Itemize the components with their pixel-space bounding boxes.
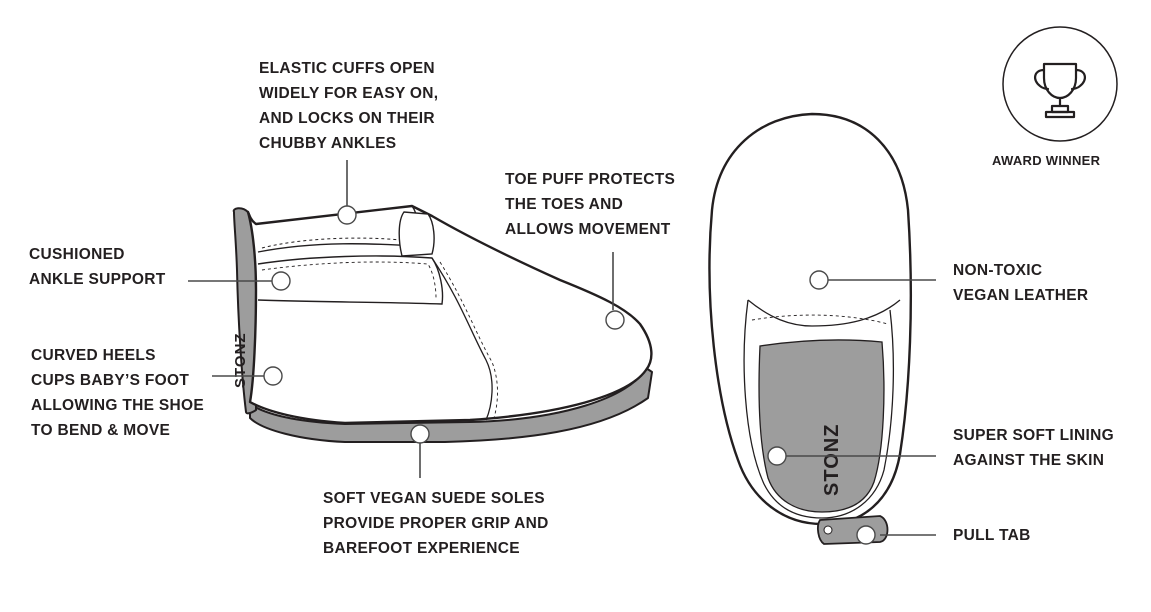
marker-suede-soles [410, 424, 430, 444]
callout-suede-soles-line-2: PROVIDE PROPER GRIP AND [323, 515, 549, 532]
callout-suede-soles: SOFT VEGAN SUEDE SOLES PROVIDE PROPER GR… [323, 486, 549, 561]
callout-toe-puff-line-3: ALLOWS MOVEMENT [505, 221, 671, 238]
callout-suede-soles-line-1: SOFT VEGAN SUEDE SOLES [323, 490, 545, 507]
top-shoe-collar-outline [743, 299, 895, 519]
side-view-shoe: STONZ [232, 204, 653, 443]
side-shoe-cuff-panel [398, 211, 435, 257]
top-shoe-collar-stitch [751, 314, 889, 325]
award-label: AWARD WINNER [992, 153, 1101, 168]
callout-lines [188, 160, 936, 536]
top-shoe-logo: STONZ [821, 424, 843, 496]
callout-elastic-cuffs-line-4: CHUBBY ANKLES [259, 135, 397, 152]
callout-ankle-support: CUSHIONED ANKLE SUPPORT [29, 242, 166, 292]
callout-curved-heels-line-2: CUPS BABY’S FOOT [31, 372, 190, 389]
marker-toe-puff [605, 310, 625, 330]
callout-vegan-leather-line-2: VEGAN LEATHER [953, 287, 1089, 304]
callout-curved-heels-line-4: TO BEND & MOVE [31, 422, 171, 439]
callout-curved-heels-line-3: ALLOWING THE SHOE [31, 397, 205, 414]
callout-soft-lining: SUPER SOFT LINING AGAINST THE SKIN [953, 423, 1114, 473]
marker-ankle-support [271, 271, 291, 291]
callout-vegan-leather-line-1: NON-TOXIC [953, 262, 1043, 279]
callout-pull-tab-line-1: PULL TAB [953, 527, 1031, 544]
side-shoe-vamp-stitch [439, 261, 498, 419]
marker-elastic-cuffs [337, 205, 357, 225]
award-badge-ring [1002, 26, 1118, 142]
callout-markers [263, 205, 876, 545]
callout-curved-heels: CURVED HEELS CUPS BABY’S FOOT ALLOWING T… [31, 343, 204, 443]
marker-vegan-leather [809, 270, 829, 290]
callout-ankle-support-line-2: ANKLE SUPPORT [29, 271, 166, 288]
trophy-icon [1034, 62, 1086, 119]
callout-elastic-cuffs-line-2: WIDELY FOR EASY ON, [259, 85, 439, 102]
side-shoe-collar-stitch [261, 261, 437, 299]
side-shoe-cuff-inner [261, 237, 401, 249]
top-shoe-pull-tab-loop [823, 525, 833, 535]
callout-curved-heels-line-1: CURVED HEELS [31, 347, 156, 364]
top-view-shoe: STONZ [708, 112, 913, 545]
callout-pull-tab: PULL TAB [953, 523, 1031, 548]
side-shoe-sole [249, 367, 653, 443]
award-badge [1002, 26, 1118, 142]
side-shoe-upper [246, 204, 653, 425]
callout-vegan-leather: NON-TOXIC VEGAN LEATHER [953, 258, 1088, 308]
callout-toe-puff: TOE PUFF PROTECTS THE TOES AND ALLOWS MO… [505, 167, 675, 242]
marker-pull-tab [856, 525, 876, 545]
callout-suede-soles-line-3: BAREFOOT EXPERIENCE [323, 540, 520, 557]
callout-elastic-cuffs: ELASTIC CUFFS OPEN WIDELY FOR EASY ON, A… [259, 56, 438, 156]
callout-soft-lining-line-2: AGAINST THE SKIN [953, 452, 1105, 469]
callout-elastic-cuffs-line-1: ELASTIC CUFFS OPEN [259, 60, 435, 77]
callout-ankle-support-line-1: CUSHIONED [29, 246, 125, 263]
callout-soft-lining-line-1: SUPER SOFT LINING [953, 427, 1114, 444]
callout-elastic-cuffs-line-3: AND LOCKS ON THEIR [259, 110, 435, 127]
callout-toe-puff-line-1: TOE PUFF PROTECTS [505, 171, 676, 188]
side-shoe-logo: STONZ [232, 332, 249, 388]
side-shoe-ankle-collar [257, 255, 444, 305]
marker-curved-heels [263, 366, 283, 386]
side-shoe-vamp-seam [431, 257, 493, 421]
top-shoe-opening [747, 299, 901, 327]
top-shoe-lining [758, 339, 885, 513]
marker-soft-lining [767, 446, 787, 466]
callout-toe-puff-line-2: THE TOES AND [505, 196, 624, 213]
